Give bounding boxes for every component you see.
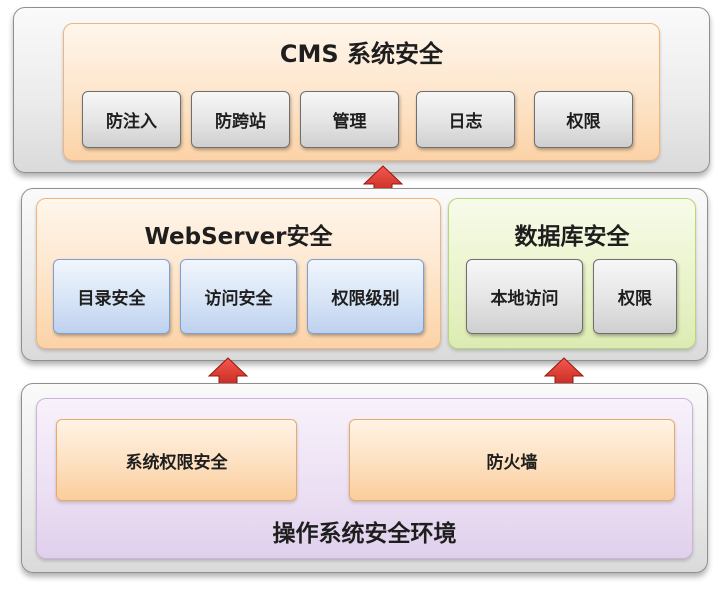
- cms-item-anti-xss: 防跨站: [191, 91, 290, 148]
- os-layer: 系统权限安全 防火墙 操作系统安全环境: [21, 383, 708, 573]
- cms-title: CMS 系统安全: [279, 40, 444, 68]
- cms-item-management: 管理: [300, 91, 399, 148]
- os-panel: 系统权限安全 防火墙 操作系统安全环境: [36, 398, 693, 559]
- webserver-item-access: 访问安全: [180, 259, 297, 334]
- cms-panel: CMS 系统安全 防注入 防跨站 管理 日志 权限: [63, 23, 660, 161]
- cms-item-anti-injection: 防注入: [82, 91, 181, 148]
- os-item-firewall: 防火墙: [349, 419, 675, 501]
- webserver-title: WebServer安全: [144, 224, 333, 250]
- database-panel: 数据库安全 本地访问 权限: [448, 198, 696, 349]
- webserver-item-permission-level: 权限级别: [307, 259, 424, 334]
- cms-item-log: 日志: [416, 91, 515, 148]
- middle-layer: WebServer安全 目录安全 访问安全 权限级别 数据库安全 本地访问 权限: [21, 188, 708, 361]
- webserver-item-directory: 目录安全: [53, 259, 170, 334]
- cms-layer: CMS 系统安全 防注入 防跨站 管理 日志 权限: [13, 7, 710, 173]
- os-item-system-permission: 系统权限安全: [56, 419, 297, 501]
- cms-item-permission: 权限: [534, 91, 633, 148]
- webserver-panel: WebServer安全 目录安全 访问安全 权限级别: [36, 198, 441, 349]
- database-item-permission: 权限: [593, 259, 677, 334]
- os-title: 操作系统安全环境: [272, 521, 457, 547]
- database-title: 数据库安全: [514, 224, 630, 250]
- database-item-local-access: 本地访问: [466, 259, 583, 334]
